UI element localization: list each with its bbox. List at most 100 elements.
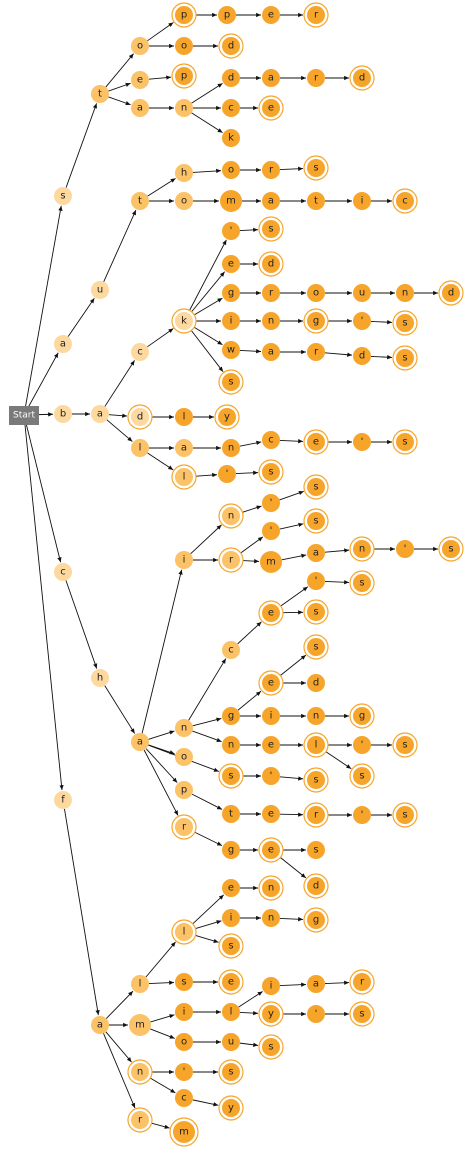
- trie-node: s: [219, 370, 243, 394]
- trie-node: s: [219, 1060, 243, 1084]
- node-label: s: [402, 810, 407, 821]
- trie-edge: [105, 360, 135, 406]
- trie-edge: [193, 171, 221, 173]
- node-label: i: [270, 711, 273, 722]
- trie-edge: [325, 353, 352, 355]
- trie-node: a: [54, 335, 72, 353]
- trie-node: o: [175, 192, 193, 210]
- trie-node: c: [222, 641, 240, 659]
- trie-node: s: [307, 841, 325, 859]
- node-label: a: [268, 73, 274, 84]
- trie-node: e: [262, 805, 280, 823]
- node-label: k: [181, 316, 187, 327]
- trie-node: m: [220, 190, 242, 212]
- trie-node: s: [393, 803, 417, 827]
- node-label: ': [361, 316, 364, 327]
- trie-node: o: [175, 37, 193, 55]
- trie-node: d: [353, 347, 371, 365]
- trie-node: g: [350, 704, 374, 728]
- trie-edge: [108, 83, 130, 91]
- trie-node: m: [260, 551, 282, 573]
- node-label: s: [359, 771, 364, 782]
- trie-node: a: [131, 733, 149, 751]
- node-label: s: [402, 318, 407, 329]
- trie-node: n: [222, 736, 240, 754]
- trie-node: n: [222, 439, 240, 457]
- trie-node: c: [131, 343, 149, 361]
- trie-node: a: [131, 99, 149, 117]
- node-label: s: [402, 740, 407, 751]
- trie-node: r: [262, 161, 280, 179]
- trie-node: n: [350, 537, 374, 561]
- trie-edge: [24, 415, 61, 562]
- trie-node: ': [353, 806, 371, 824]
- node-label: y: [224, 412, 230, 423]
- trie-node: s: [304, 156, 328, 180]
- trie-node: p: [172, 64, 196, 88]
- trie-node: t: [307, 192, 325, 210]
- trie-edge: [280, 440, 303, 441]
- trie-node: c: [54, 563, 72, 581]
- trie-node: s: [304, 635, 328, 659]
- node-label: c: [181, 1093, 187, 1104]
- trie-node: ': [262, 494, 280, 512]
- trie-edge: [236, 473, 258, 474]
- trie-node: e: [262, 6, 280, 24]
- trie-node: g: [222, 284, 240, 302]
- trie-node: r: [262, 284, 280, 302]
- trie-node: a: [262, 69, 280, 87]
- node-label: s: [313, 163, 318, 174]
- node-label: e: [137, 75, 143, 86]
- node-label: c: [228, 103, 234, 114]
- trie-edge: [238, 691, 261, 710]
- trie-node: r: [304, 803, 328, 827]
- trie-node: s: [350, 1002, 374, 1026]
- trie-node: e: [259, 838, 283, 862]
- trie-node: k: [222, 129, 240, 147]
- node-label: g: [359, 711, 365, 722]
- trie-edge: [193, 718, 222, 725]
- node-label: a: [181, 443, 187, 454]
- trie-node: h: [175, 164, 193, 182]
- node-label: y: [228, 1103, 234, 1114]
- trie-node: s: [219, 764, 243, 788]
- node-label: a: [313, 548, 319, 559]
- trie-edge: [240, 230, 258, 231]
- trie-node: ': [353, 312, 371, 330]
- trie-edge: [147, 22, 173, 40]
- trie-edge: [24, 415, 62, 790]
- node-label: n: [268, 913, 274, 924]
- trie-node: ': [222, 222, 240, 240]
- trie-node: a: [91, 1016, 109, 1034]
- trie-node: s: [304, 768, 328, 792]
- trie-node: d: [439, 281, 463, 305]
- trie-edge: [371, 356, 392, 357]
- node-label: c: [228, 645, 234, 656]
- trie-edge: [192, 794, 222, 809]
- trie-node: c: [393, 189, 417, 213]
- node-label: t: [98, 89, 102, 100]
- node-label: n: [313, 711, 319, 722]
- trie-edge: [196, 921, 222, 929]
- trie-edge: [280, 524, 304, 529]
- node-label: ': [315, 576, 318, 587]
- node-label: ': [361, 437, 364, 448]
- trie-node: t: [91, 85, 109, 103]
- node-label: n: [181, 103, 187, 114]
- trie-node: n: [219, 504, 243, 528]
- node-label: a: [313, 979, 319, 990]
- trie-node: o: [175, 1033, 193, 1051]
- trie-node: i: [262, 707, 280, 725]
- trie-edge: [325, 983, 349, 984]
- start-label: Start: [13, 411, 35, 421]
- node-label: ': [270, 526, 273, 537]
- node-label: p: [181, 71, 187, 82]
- trie-edge: [194, 327, 222, 344]
- node-label: o: [228, 165, 234, 176]
- node-label: e: [268, 809, 274, 820]
- node-label: a: [137, 737, 143, 748]
- trie-edge: [106, 54, 134, 87]
- trie-edge: [280, 655, 305, 675]
- trie-node: n: [175, 99, 193, 117]
